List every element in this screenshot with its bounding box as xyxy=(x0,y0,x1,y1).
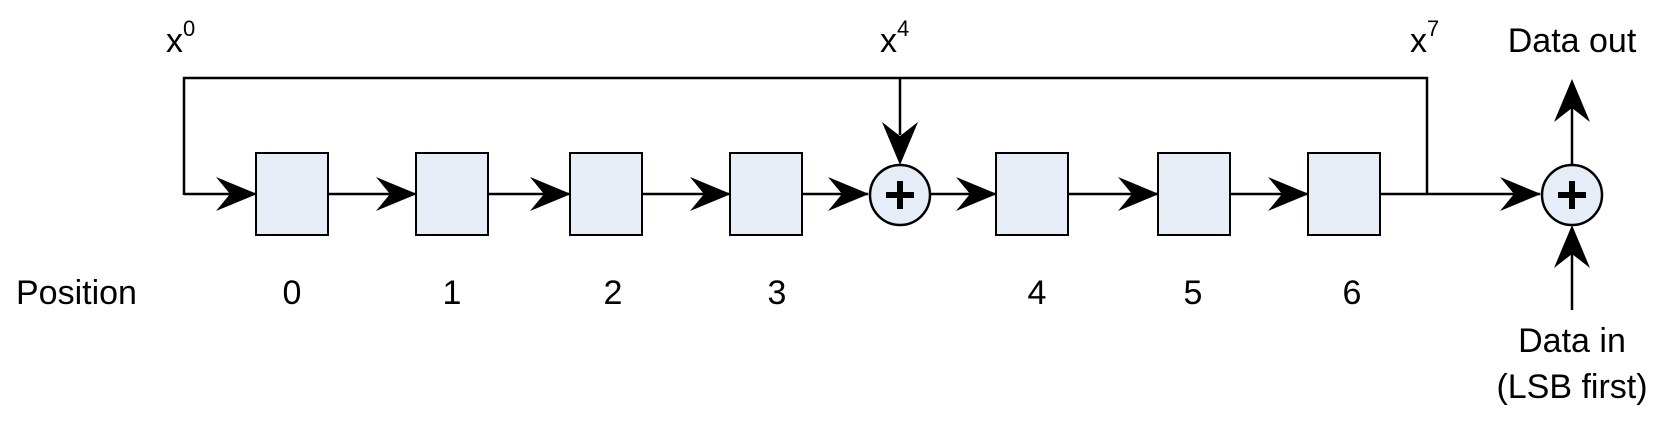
tap-label-x7: x7 xyxy=(1410,16,1439,60)
register-0 xyxy=(255,152,329,236)
arrowhead-data-out xyxy=(1554,79,1590,122)
data-out-label: Data out xyxy=(1508,22,1637,60)
arrowhead-into-reg6 xyxy=(1268,177,1309,211)
feedback-wire xyxy=(182,76,1429,195)
tap-x4-arrowhead xyxy=(882,122,918,165)
register-1 xyxy=(415,152,489,236)
arrowhead-into-reg5 xyxy=(1118,177,1159,211)
position-1: 1 xyxy=(443,274,462,312)
data-in-note: (LSB first) xyxy=(1496,368,1647,406)
arrowhead-into-reg4 xyxy=(956,177,997,211)
position-0: 0 xyxy=(283,274,302,312)
data-in-label: Data in xyxy=(1518,322,1626,360)
register-5 xyxy=(1157,152,1231,236)
tap-label-x4: x4 xyxy=(880,16,909,60)
position-4: 4 xyxy=(1028,274,1047,312)
arrowhead-into-reg1 xyxy=(376,177,417,211)
position-6: 6 xyxy=(1343,274,1362,312)
register-3 xyxy=(729,152,803,236)
position-3: 3 xyxy=(768,274,787,312)
arrowhead-into-reg2 xyxy=(530,177,571,211)
arrowhead-into-output-xor xyxy=(1500,177,1541,211)
position-5: 5 xyxy=(1184,274,1203,312)
position-label: Position xyxy=(16,274,137,312)
register-6 xyxy=(1307,152,1381,236)
arrowhead-into-reg3 xyxy=(690,177,731,211)
position-2: 2 xyxy=(604,274,623,312)
register-2 xyxy=(569,152,643,236)
register-4 xyxy=(995,152,1069,236)
arrowhead-into-xor xyxy=(828,177,869,211)
arrowhead-data-in xyxy=(1554,225,1590,268)
arrowhead-into-reg0 xyxy=(216,177,257,211)
tap-label-x0: x0 xyxy=(166,16,195,60)
